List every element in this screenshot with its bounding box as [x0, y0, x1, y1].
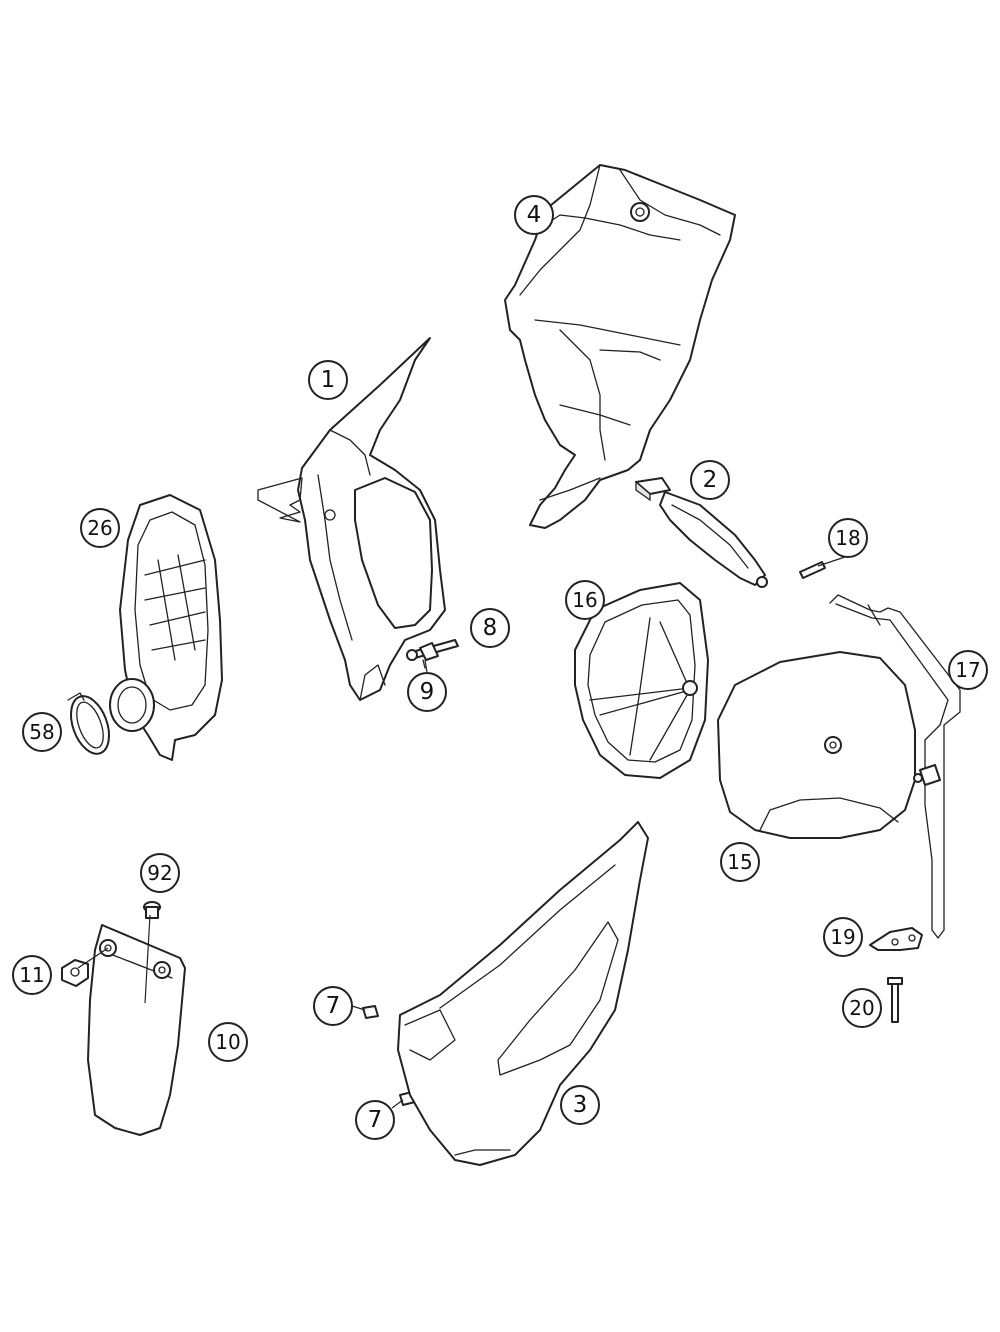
callout-3: 3: [560, 1085, 600, 1125]
callout-18: 18: [828, 518, 868, 558]
callout-label: 11: [19, 963, 44, 987]
leader-lines: [77, 555, 849, 1109]
callout-label: 20: [849, 996, 874, 1020]
callout-26: 26: [80, 508, 120, 548]
part-19-bracket: [869, 927, 923, 951]
callout-19: 19: [823, 917, 863, 957]
callout-16: 16: [565, 580, 605, 620]
callout-11: 11: [12, 955, 52, 995]
part-1-side-holder: [257, 337, 446, 701]
callout-label: 26: [87, 516, 112, 540]
part-2-filter-support: [635, 477, 768, 588]
callout-label: 19: [830, 925, 855, 949]
part-10-mud-flap: [87, 924, 186, 1136]
part-3-side-panel: [397, 821, 649, 1166]
callout-label: 58: [29, 720, 54, 744]
callout-label: 92: [147, 861, 172, 885]
callout-label: 8: [483, 615, 498, 641]
part-16-filter-cage: [574, 582, 709, 779]
callout-1: 1: [308, 360, 348, 400]
part-20-screw: [887, 977, 903, 1023]
part-11-nut: [61, 959, 89, 987]
callout-label: 3: [573, 1092, 588, 1118]
part-26-filter-box-cover: [109, 494, 223, 761]
part-4-airbox: [504, 164, 736, 529]
part-92-collar-bolt: [143, 901, 161, 919]
callout-20: 20: [842, 988, 882, 1028]
callout-7-lower: 7: [355, 1100, 395, 1140]
callout-label: 1: [321, 367, 336, 393]
part-58-hose-clamp: [67, 692, 110, 755]
callout-4: 4: [514, 195, 554, 235]
callout-label: 17: [955, 658, 980, 682]
callout-58: 58: [22, 712, 62, 752]
callout-92: 92: [140, 853, 180, 893]
part-9-clip: [419, 642, 439, 669]
callout-label: 2: [703, 467, 718, 493]
callout-2: 2: [690, 460, 730, 500]
callout-label: 9: [420, 679, 435, 705]
callout-10: 10: [208, 1022, 248, 1062]
callout-9: 9: [407, 672, 447, 712]
callout-17: 17: [948, 650, 988, 690]
part-15-air-filter: [717, 651, 916, 839]
callout-label: 7: [326, 993, 341, 1019]
callout-label: 10: [215, 1030, 240, 1054]
callout-7-upper: 7: [313, 986, 353, 1026]
callout-label: 4: [527, 202, 542, 228]
part-17-filter-wire: [829, 594, 961, 939]
callout-label: 7: [368, 1107, 383, 1133]
part-7-upper-screw: [362, 1005, 379, 1019]
callout-8: 8: [470, 608, 510, 648]
callout-label: 15: [727, 850, 752, 874]
callout-label: 18: [835, 526, 860, 550]
callout-15: 15: [720, 842, 760, 882]
callout-label: 16: [572, 588, 597, 612]
